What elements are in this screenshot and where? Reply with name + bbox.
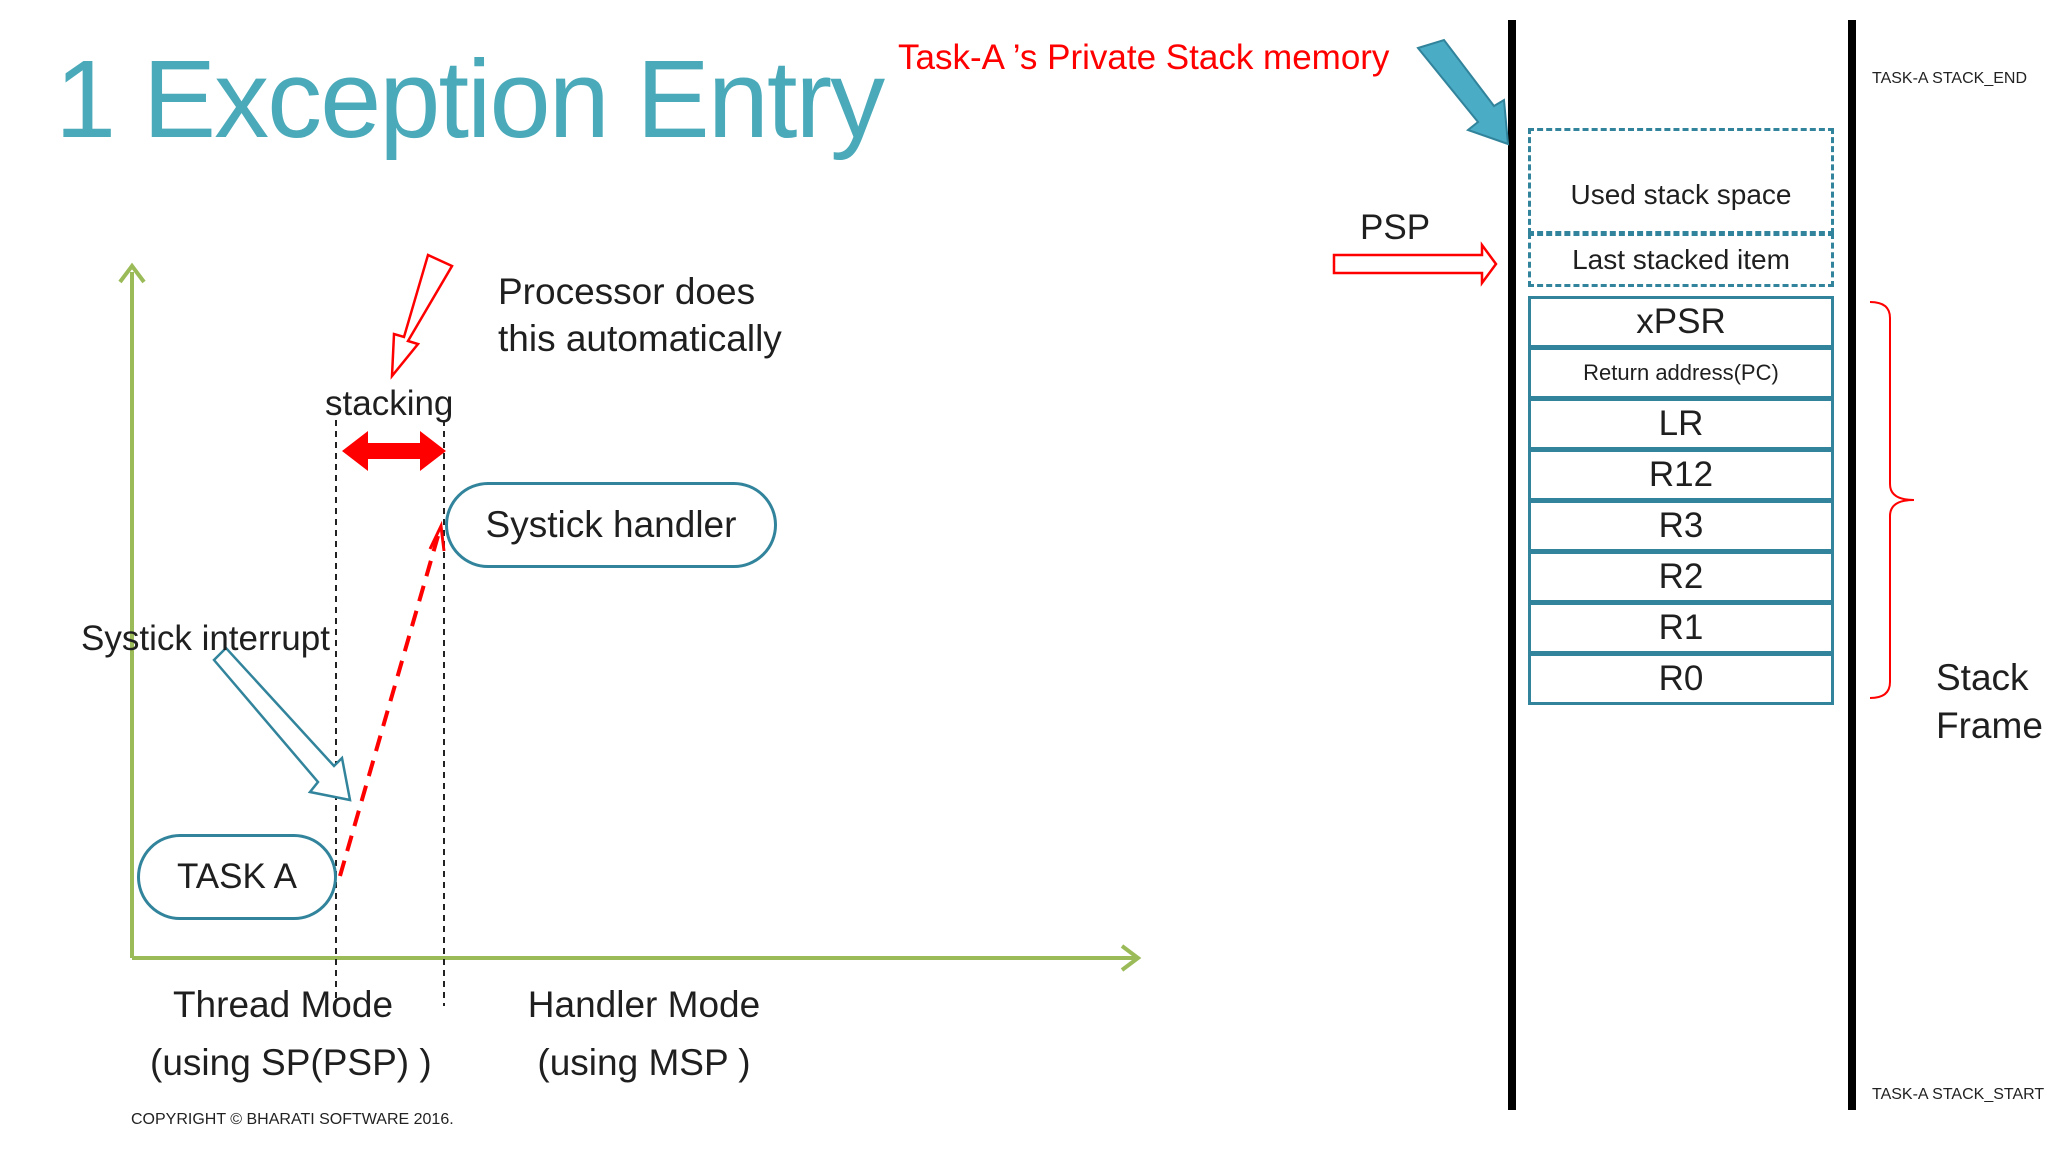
task-a-label: TASK A xyxy=(177,857,297,896)
r3-label: R3 xyxy=(1658,506,1704,545)
stack-end-label: TASK-A STACK_END xyxy=(1872,70,2027,87)
y-axis-arrowhead xyxy=(118,262,146,284)
systick-handler-box: Systick handler xyxy=(445,482,777,568)
transition-arrow xyxy=(338,535,440,877)
stack-frame-r1: R1 xyxy=(1528,602,1834,654)
stack-memory-arrow xyxy=(1416,38,1510,146)
x-axis-arrowhead xyxy=(1120,944,1142,972)
stacking-label: stacking xyxy=(325,384,454,423)
r12-label: R12 xyxy=(1648,455,1714,494)
page-title: 1 Exception Entry xyxy=(55,38,885,161)
xpsr-label: xPSR xyxy=(1636,302,1726,341)
systick-interrupt-arrow xyxy=(212,646,352,802)
stack-start-label: TASK-A STACK_START xyxy=(1872,1086,2045,1103)
axes xyxy=(118,262,1142,972)
stack-frame-r2: R2 xyxy=(1528,551,1834,603)
used-stack-space: Used stack space xyxy=(1528,128,1834,234)
processor-note: Processor does this automatically xyxy=(498,268,782,362)
processor-note-arrow xyxy=(390,253,454,380)
stack-frame-brace xyxy=(1869,301,1915,699)
handler-mode-title: Handler Mode xyxy=(527,984,761,1025)
stack-frame-label-line-2: Frame xyxy=(1936,705,2043,746)
thread-mode-caption: Thread Mode (using SP(PSP) ) xyxy=(150,976,432,1092)
last-stacked-item-label: Last stacked item xyxy=(1572,244,1790,275)
r2-label: R2 xyxy=(1658,557,1704,596)
psp-arrow xyxy=(1332,241,1498,287)
processor-note-line-1: Processor does xyxy=(498,271,756,312)
processor-note-line-2: this automatically xyxy=(498,318,782,359)
thread-mode-subtitle: (using SP(PSP) ) xyxy=(150,1042,432,1083)
stack-frame-label-line-1: Stack xyxy=(1936,657,2029,698)
stacking-double-arrow xyxy=(342,431,446,471)
return-address-label: Return address(PC) xyxy=(1583,360,1779,385)
stack-frame-r0: R0 xyxy=(1528,653,1834,705)
systick-interrupt-label: Systick interrupt xyxy=(81,619,330,658)
stack-frame-r3: R3 xyxy=(1528,500,1834,552)
handler-mode-subtitle: (using MSP ) xyxy=(537,1042,751,1083)
lr-label: LR xyxy=(1658,404,1704,443)
copyright: COPYRIGHT © BHARATI SOFTWARE 2016. xyxy=(131,1111,454,1128)
stack-frame-label: Stack Frame xyxy=(1936,654,2043,750)
stack-frame-r12: R12 xyxy=(1528,449,1834,501)
stack-frame-return-address: Return address(PC) xyxy=(1528,347,1834,399)
stack-frame-lr: LR xyxy=(1528,398,1834,450)
handler-mode-caption: Handler Mode (using MSP ) xyxy=(517,976,771,1092)
systick-handler-label: Systick handler xyxy=(485,504,737,545)
last-stacked-item: Last stacked item xyxy=(1528,233,1834,287)
used-stack-space-label: Used stack space xyxy=(1570,179,1792,210)
psp-label: PSP xyxy=(1360,208,1431,247)
thread-mode-title: Thread Mode xyxy=(172,984,394,1025)
stack-frame-xpsr: xPSR xyxy=(1528,296,1834,348)
transition-arrowhead xyxy=(428,520,446,552)
stack-memory-label: Task-A ’s Private Stack memory xyxy=(898,38,1390,77)
r1-label: R1 xyxy=(1658,608,1704,647)
r0-label: R0 xyxy=(1658,659,1704,698)
task-a-box: TASK A xyxy=(137,834,337,920)
